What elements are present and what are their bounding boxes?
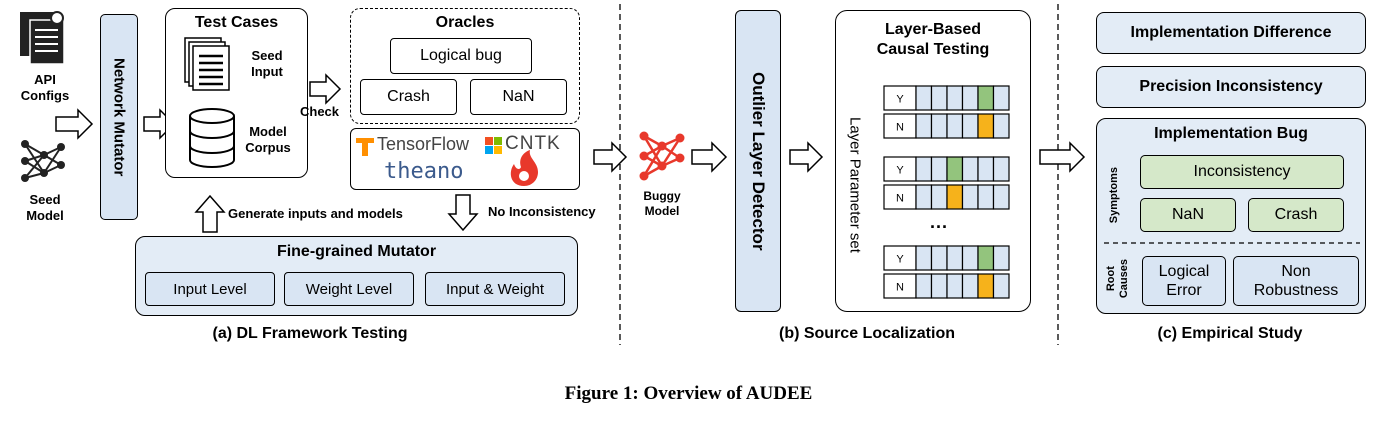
test-cases-box	[165, 8, 308, 178]
root-cause-non-robustness: Non Robustness	[1233, 256, 1359, 306]
causal-testing-title: Layer-Based Causal Testing	[876, 21, 990, 58]
layer-parameter-set-label: Layer Parameter set	[846, 117, 864, 253]
caption-c: (c) Empirical Study	[1157, 325, 1303, 342]
network-mutator: Network Mutator	[100, 14, 138, 220]
param-row-flag-label: Y	[896, 165, 904, 177]
implementation-difference: Implementation Difference	[1096, 12, 1366, 54]
param-row-flag-label: Y	[896, 94, 904, 106]
no-inconsistency-label: No Inconsistency	[488, 204, 596, 219]
symptom-nan: NaN	[1140, 198, 1236, 232]
generate-label: Generate inputs and models	[228, 206, 403, 221]
model-corpus-label: Model Corpus	[245, 124, 291, 155]
level-input: Input Level	[145, 272, 275, 306]
level-input-weight: Input & Weight	[425, 272, 565, 306]
seed-input-label: Seed Input	[251, 48, 283, 79]
precision-inconsistency: Precision Inconsistency	[1096, 66, 1366, 108]
param-row-flag	[883, 85, 917, 111]
param-row-flag-label: N	[896, 193, 904, 205]
param-cell	[992, 85, 1010, 111]
symptom-inconsistency: Inconsistency	[1140, 155, 1344, 189]
param-row-flag-label: Y	[896, 254, 904, 266]
tensorflow-label: TensorFlow	[377, 134, 470, 154]
oracle-logical-bug: Logical bug	[390, 38, 532, 74]
buggy-model-label: Buggy Model	[643, 189, 681, 218]
symptom-crash: Crash	[1248, 198, 1344, 232]
param-row-flag-label: N	[896, 282, 904, 294]
seed-model-label: Seed Model	[26, 192, 64, 223]
oracles-box	[350, 8, 580, 124]
fine-grained-mutator-title: Fine-grained Mutator	[276, 243, 437, 260]
param-row-flag	[883, 184, 917, 210]
level-weight: Weight Level	[284, 272, 414, 306]
param-row-flag	[883, 113, 917, 139]
caption-a: (a) DL Framework Testing	[212, 325, 408, 342]
param-row-flag	[883, 273, 917, 299]
param-row-flag	[883, 156, 917, 182]
theano-label: theano	[384, 159, 464, 184]
implementation-bug-title: Implementation Bug	[1154, 125, 1308, 142]
test-cases-title: Test Cases	[194, 14, 279, 31]
param-cell	[992, 245, 1010, 271]
param-row-flag-label: N	[896, 122, 904, 134]
root-causes-label: Root Causes	[1105, 259, 1130, 299]
param-cell	[992, 156, 1010, 182]
caption-b: (b) Source Localization	[778, 325, 955, 342]
check-label: Check	[300, 104, 340, 119]
param-cell	[992, 113, 1010, 139]
oracle-nan: NaN	[470, 79, 567, 115]
param-cell	[992, 184, 1010, 210]
oracle-crash: Crash	[360, 79, 457, 115]
api-configs-label: API Configs	[20, 72, 70, 103]
ellipsis-label: ...	[930, 212, 949, 232]
root-cause-logical-error: Logical Error	[1142, 256, 1226, 306]
param-cell	[992, 273, 1010, 299]
outlier-layer-detector: Outlier Layer Detector	[735, 10, 781, 312]
cntk-label: CNTK	[505, 133, 561, 154]
figure-caption: Figure 1: Overview of AUDEE	[564, 383, 813, 404]
oracles-title: Oracles	[435, 14, 495, 31]
frameworks-box	[350, 128, 580, 190]
